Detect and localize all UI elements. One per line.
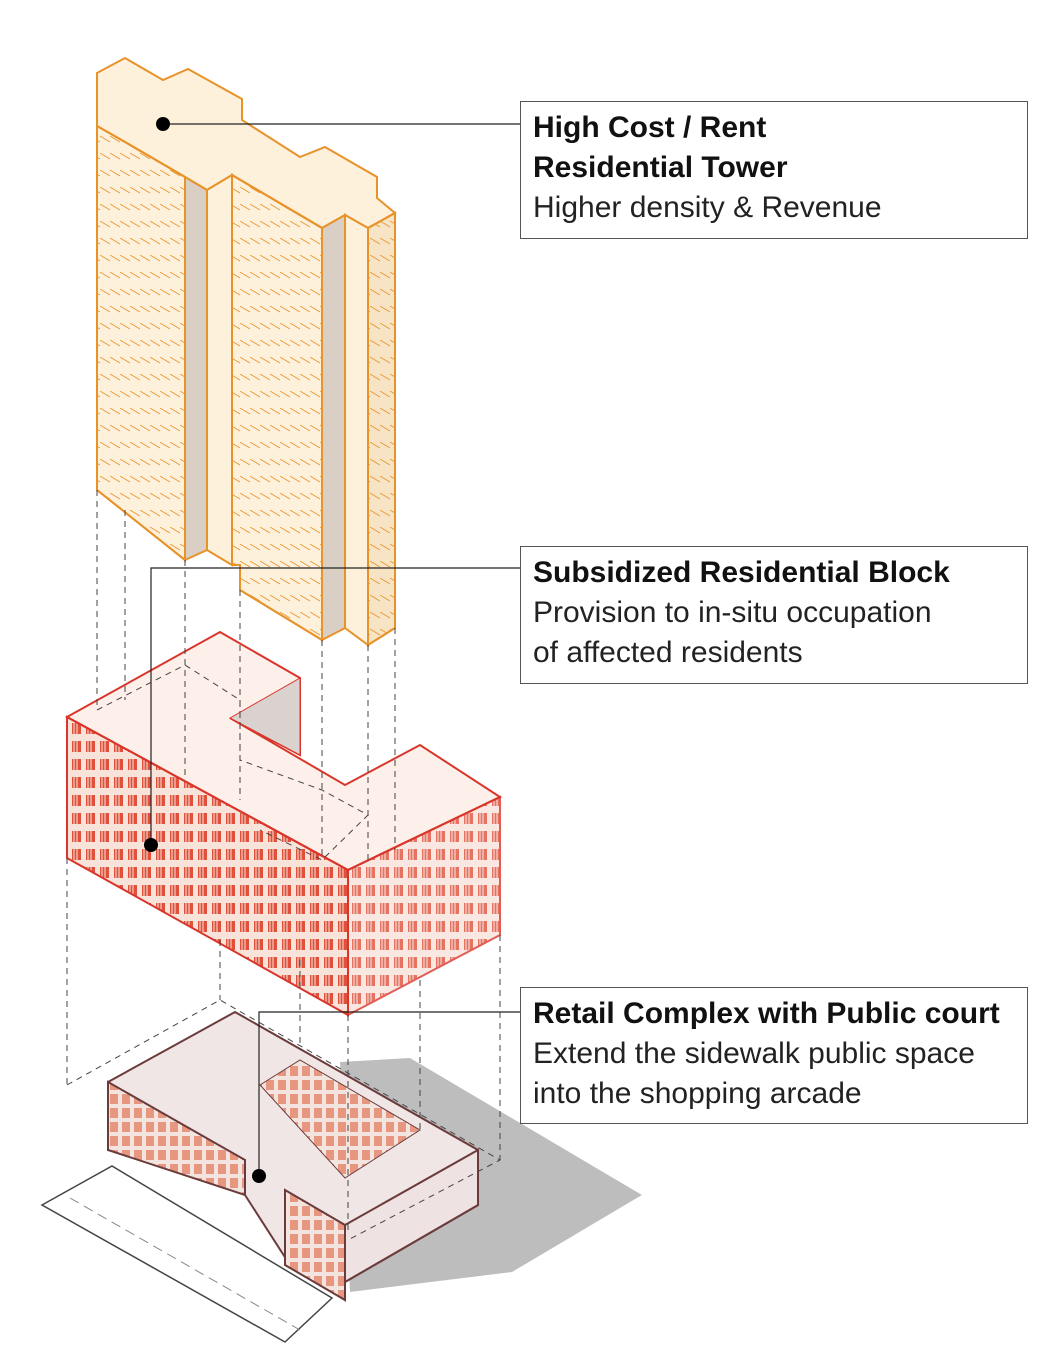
leader-lines [150, 123, 520, 1176]
retail-marker-dot [252, 1169, 266, 1183]
subsidized-residential-block [64, 630, 503, 1017]
tower-label-box: High Cost / Rent Residential Tower Highe… [520, 101, 1028, 239]
tower-title-line-1: High Cost / Rent [533, 111, 767, 144]
block-marker-dot [144, 838, 158, 852]
block-label-box: Subsidized Residential Block Provision t… [520, 546, 1028, 684]
retail-description-line-1: Extend the sidewalk public space [533, 1037, 975, 1070]
retail-label-box: Retail Complex with Public court Extend … [520, 987, 1028, 1124]
tower-title-line-2: Residential Tower [533, 151, 788, 184]
retail-complex [107, 1010, 479, 1302]
block-description-line-2: of affected residents [533, 636, 803, 669]
projection-lines [66, 490, 502, 1241]
residential-tower [96, 56, 397, 647]
block-description-line-1: Provision to in-situ occupation [533, 596, 932, 629]
tower-marker-dot [156, 117, 170, 131]
street [40, 1165, 334, 1343]
retail-title: Retail Complex with Public court [533, 997, 1000, 1030]
block-title: Subsidized Residential Block [533, 556, 950, 589]
tower-description: Higher density & Revenue [533, 191, 882, 224]
retail-description-line-2: into the shopping arcade [533, 1077, 862, 1110]
